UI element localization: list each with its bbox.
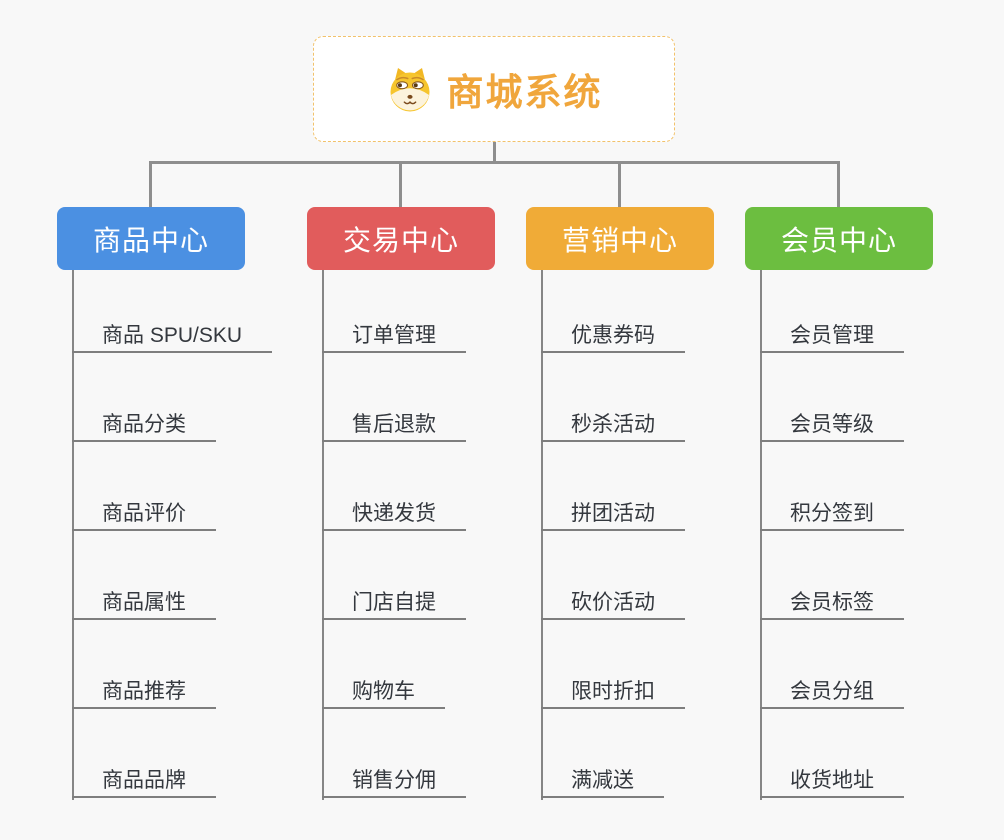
connector-trunk-line <box>541 270 543 800</box>
branch-node-member-center[interactable]: 会员中心 <box>745 207 933 270</box>
topic-item[interactable]: 砍价活动 <box>541 588 685 620</box>
topic-item[interactable]: 快递发货 <box>322 499 466 531</box>
topic-item[interactable]: 秒杀活动 <box>541 410 685 442</box>
connector-horizontal-rail <box>149 161 840 164</box>
branch-trade-center: 交易中心 订单管理 售后退款 快递发货 门店自提 购物车 销售分佣 <box>307 0 495 840</box>
dog-face-icon <box>386 65 434 113</box>
branch-node-trade-center[interactable]: 交易中心 <box>307 207 495 270</box>
topic-item[interactable]: 销售分佣 <box>322 766 466 798</box>
topic-item[interactable]: 会员分组 <box>760 677 904 709</box>
branch-node-product-center[interactable]: 商品中心 <box>57 207 245 270</box>
topic-item[interactable]: 会员等级 <box>760 410 904 442</box>
branch-node-marketing-center[interactable]: 营销中心 <box>526 207 714 270</box>
branch-label: 交易中心 <box>342 224 459 256</box>
connector-drop-line <box>399 161 402 207</box>
connector-trunk-line <box>72 270 74 800</box>
topic-item[interactable]: 优惠券码 <box>541 321 685 353</box>
topic-item[interactable]: 商品 SPU/SKU <box>72 321 273 353</box>
branch-marketing-center: 营销中心 优惠券码 秒杀活动 拼团活动 砍价活动 限时折扣 满减送 <box>526 0 714 840</box>
topic-item[interactable]: 满减送 <box>541 766 664 798</box>
topic-item[interactable]: 拼团活动 <box>541 499 685 531</box>
topic-item[interactable]: 商品品牌 <box>72 766 216 798</box>
topic-item[interactable]: 商品分类 <box>72 410 216 442</box>
branch-product-center: 商品中心 商品 SPU/SKU 商品分类 商品评价 商品属性 商品推荐 商品品牌 <box>57 0 273 840</box>
branch-label: 会员中心 <box>780 224 897 256</box>
topic-item[interactable]: 门店自提 <box>322 588 466 620</box>
topic-item[interactable]: 售后退款 <box>322 410 466 442</box>
topic-item[interactable]: 商品属性 <box>72 588 216 620</box>
branch-member-center: 会员中心 会员管理 会员等级 积分签到 会员标签 会员分组 收货地址 <box>745 0 933 840</box>
topic-item[interactable]: 会员标签 <box>760 588 904 620</box>
topic-item[interactable]: 积分签到 <box>760 499 904 531</box>
root-node-mall-system[interactable]: 商城系统 <box>313 36 675 142</box>
connector-drop-line <box>837 161 840 207</box>
connector-drop-line <box>149 161 152 207</box>
topic-item[interactable]: 会员管理 <box>760 321 904 353</box>
topic-item[interactable]: 订单管理 <box>322 321 466 353</box>
root-title: 商城系统 <box>446 72 603 113</box>
branch-label: 商品中心 <box>92 224 209 256</box>
topic-item[interactable]: 商品推荐 <box>72 677 216 709</box>
topic-item[interactable]: 收货地址 <box>760 766 904 798</box>
connector-drop-line <box>618 161 621 207</box>
topic-item[interactable]: 购物车 <box>322 677 445 709</box>
connector-root-stem <box>493 141 496 164</box>
topic-item[interactable]: 限时折扣 <box>541 677 685 709</box>
connector-trunk-line <box>760 270 762 800</box>
connector-trunk-line <box>322 270 324 800</box>
topic-item[interactable]: 商品评价 <box>72 499 216 531</box>
branch-label: 营销中心 <box>561 224 678 256</box>
